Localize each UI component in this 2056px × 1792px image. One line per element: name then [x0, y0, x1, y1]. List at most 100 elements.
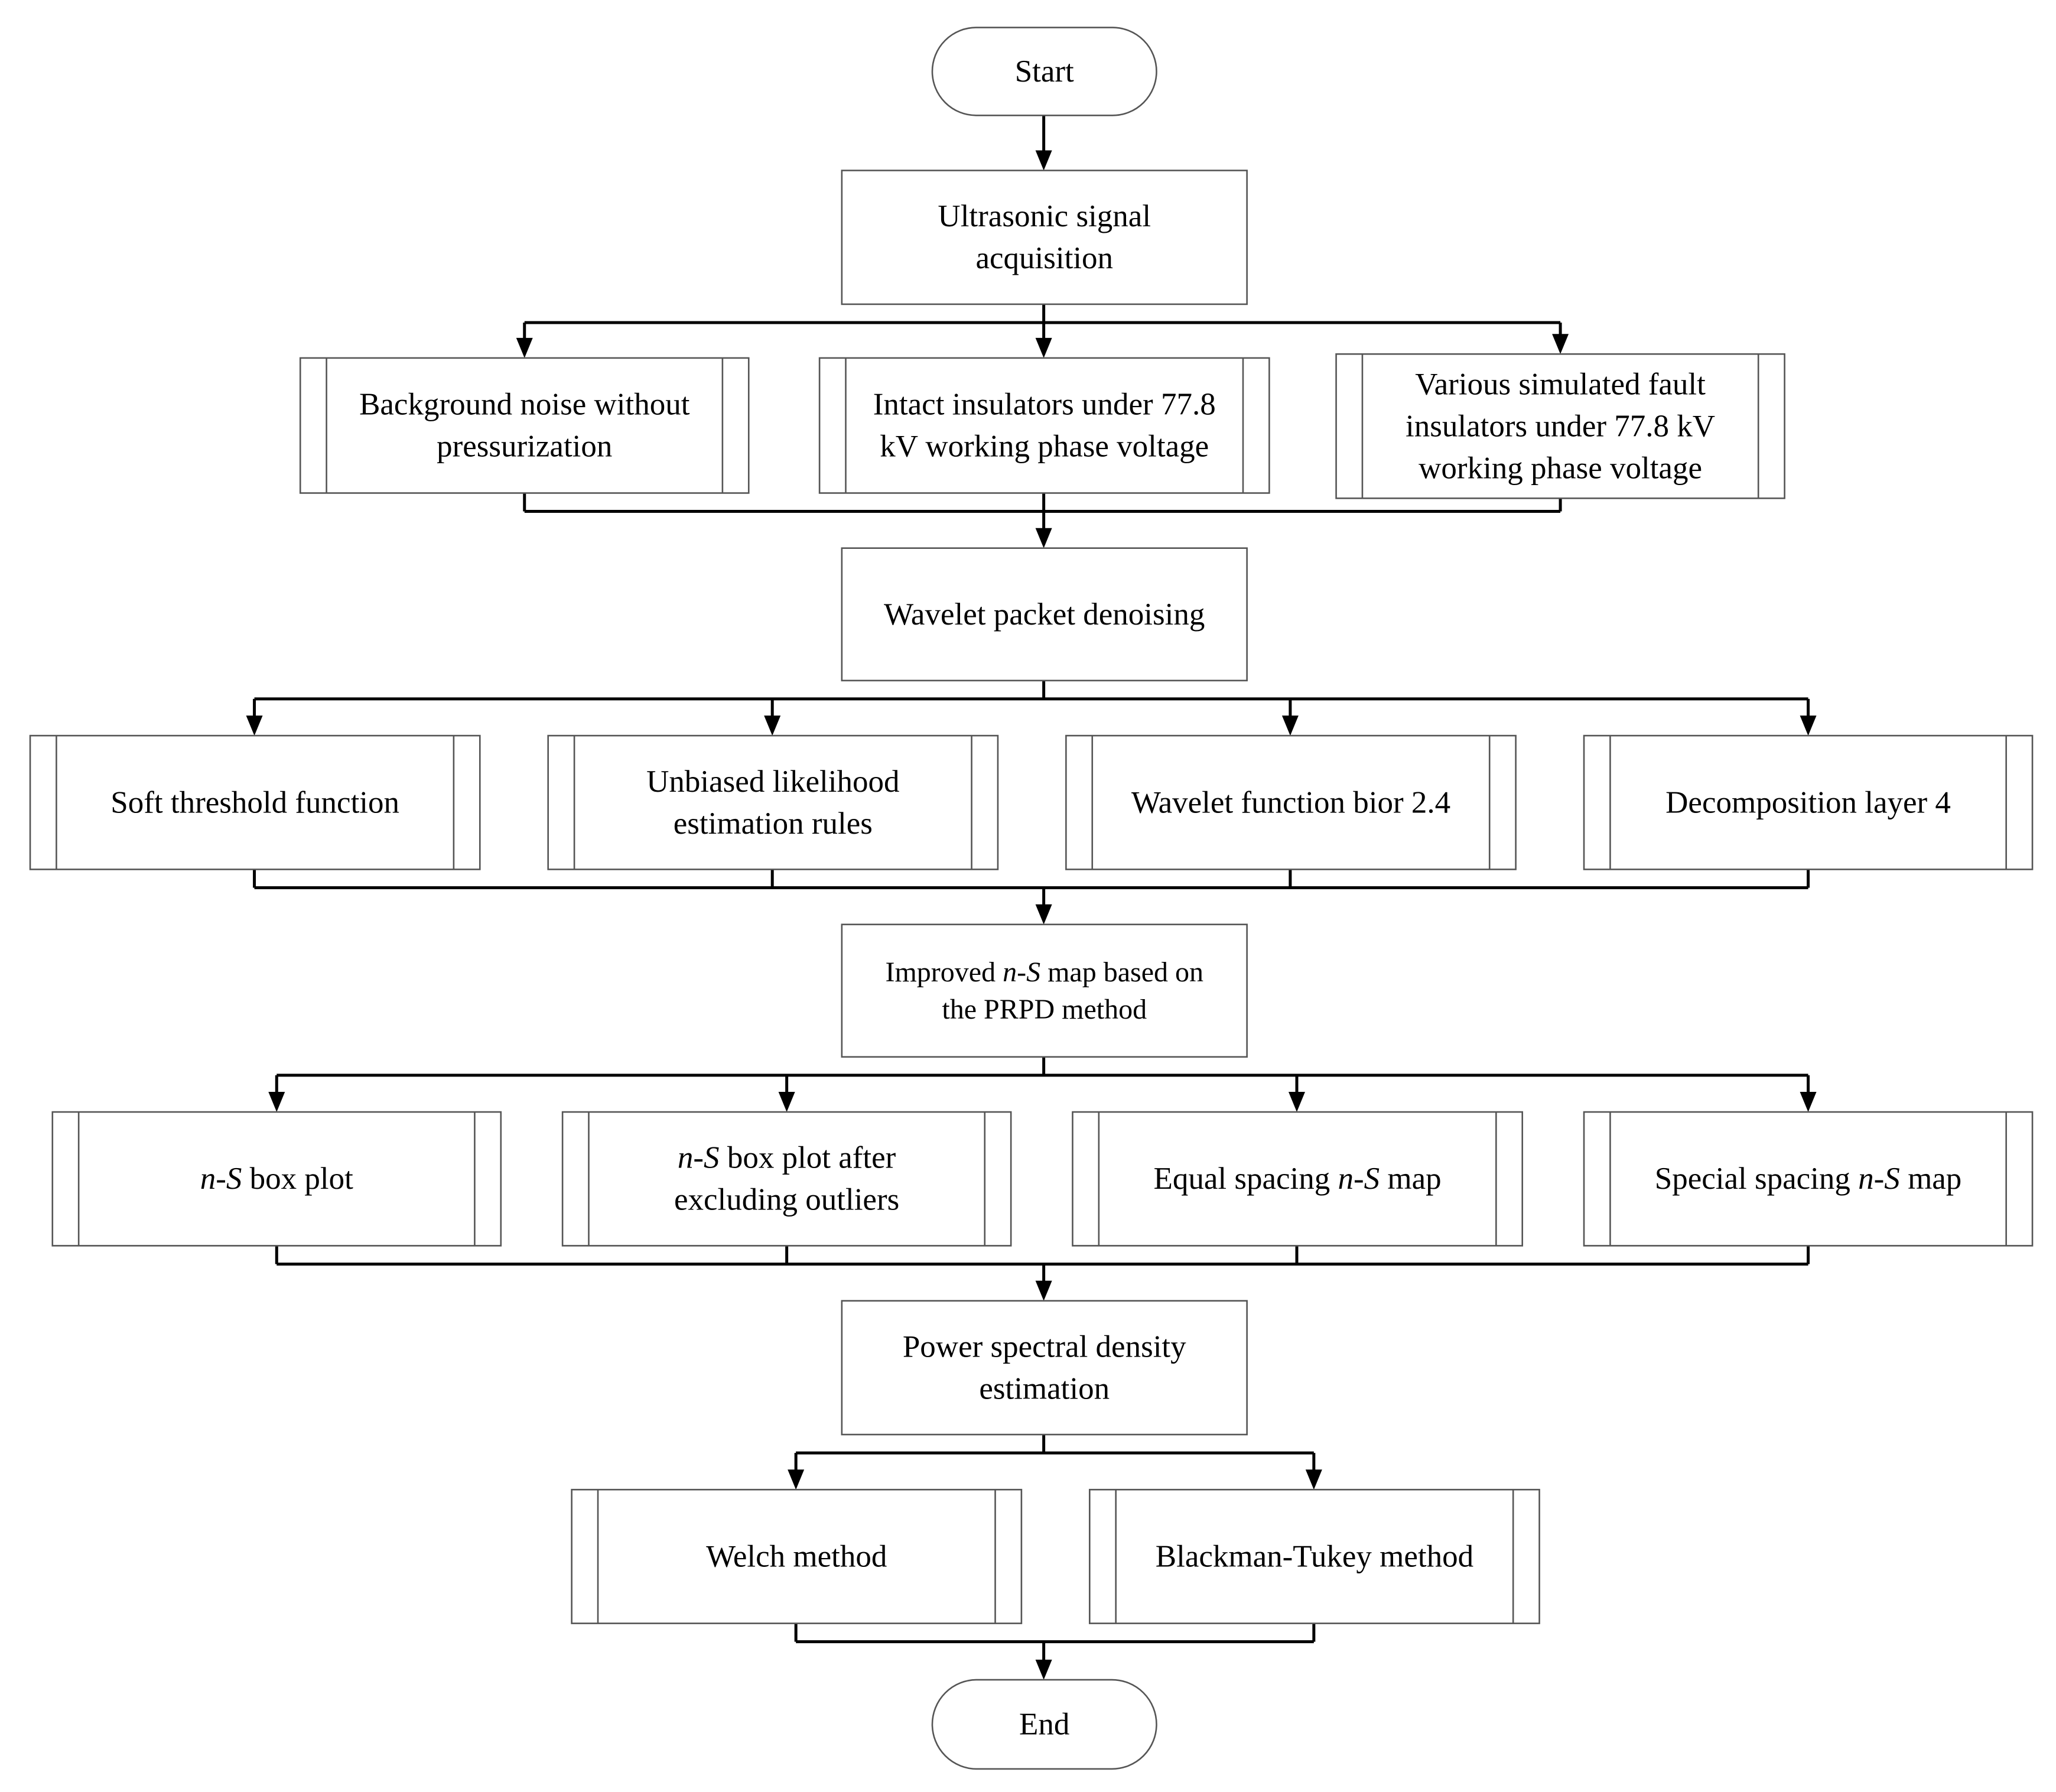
- arrowhead: [778, 1092, 795, 1113]
- arrowhead: [1035, 337, 1052, 358]
- label-segment: working phase voltage: [1419, 451, 1702, 485]
- node-label-line: Equal spacing n-S map: [1153, 1162, 1441, 1196]
- node-boxplot2: n-S box plot after excluding outliers: [561, 1111, 1012, 1247]
- node-start: Start: [931, 27, 1157, 116]
- node-wpd: Wavelet packet denoising: [841, 547, 1248, 682]
- subprocess-shape: [571, 1488, 1023, 1624]
- node-label-line: pressurization: [437, 430, 612, 464]
- arrowhead: [1800, 1092, 1817, 1113]
- node-acq: Ultrasonic signal acquisition: [841, 170, 1248, 305]
- label-segment: n-S: [1858, 1162, 1900, 1196]
- node-label-line: excluding outliers: [674, 1183, 899, 1217]
- arrowhead: [1800, 716, 1817, 736]
- label-segment: Equal spacing: [1153, 1162, 1338, 1196]
- node-fault: Various simulated fault insulators under …: [1335, 353, 1785, 499]
- connectors: [246, 115, 1817, 1680]
- node-label-line: Blackman-Tukey method: [1156, 1539, 1473, 1573]
- label-segment: kV working phase voltage: [880, 430, 1209, 464]
- label-segment: pressurization: [437, 430, 612, 464]
- subprocess-shape: [1583, 1111, 2034, 1247]
- label-segment: map: [1900, 1162, 1962, 1196]
- node-label-line: n-S box plot after: [678, 1141, 896, 1175]
- node-special: Special spacing n-S map: [1583, 1111, 2034, 1247]
- node-label-line: Special spacing n-S map: [1655, 1162, 1962, 1196]
- label-segment: Background noise without: [359, 388, 690, 422]
- label-segment: acquisition: [975, 241, 1113, 275]
- node-label-line: Improved n-S map based on: [885, 957, 1203, 988]
- node-improved: Improved n-S map based on the PRPD method: [841, 923, 1248, 1058]
- label-segment: Wavelet packet denoising: [884, 597, 1205, 632]
- node-label-line: End: [1019, 1707, 1069, 1741]
- node-unbiased: Unbiased likelihood estimation rules: [547, 734, 999, 870]
- node-label-line: Wavelet function bior 2.4: [1131, 785, 1450, 819]
- label-segment: Start: [1015, 54, 1074, 89]
- label-segment: map: [1380, 1162, 1442, 1196]
- arrowhead: [764, 716, 781, 736]
- arrowhead: [1281, 716, 1299, 736]
- terminator-shape: [931, 1679, 1157, 1770]
- process-shape: [841, 923, 1248, 1058]
- label-segment: estimation rules: [674, 806, 873, 841]
- subprocess-shape: [561, 1111, 1012, 1247]
- node-label-line: Wavelet packet denoising: [884, 597, 1205, 632]
- node-label-line: insulators under 77.8 kV: [1406, 409, 1715, 443]
- arrowhead: [268, 1092, 285, 1113]
- arrowhead: [1288, 1092, 1305, 1113]
- arrowhead: [1035, 150, 1052, 171]
- node-label-line: Various simulated fault: [1415, 367, 1706, 401]
- arrowhead: [1035, 1660, 1052, 1680]
- label-segment: Ultrasonic signal: [938, 199, 1151, 233]
- label-segment: the PRPD method: [942, 994, 1147, 1025]
- node-label-line: Welch method: [706, 1539, 887, 1573]
- node-equal: Equal spacing n-S map: [1072, 1111, 1524, 1247]
- label-segment: Blackman-Tukey method: [1156, 1539, 1473, 1573]
- subprocess-shape: [1072, 1111, 1524, 1247]
- arrowhead: [516, 337, 533, 358]
- label-segment: Special spacing: [1655, 1162, 1858, 1196]
- label-segment: Soft threshold function: [110, 785, 399, 819]
- node-label-line: n-S box plot: [200, 1162, 353, 1196]
- node-label-line: estimation rules: [674, 806, 873, 841]
- label-segment: box plot: [242, 1162, 353, 1196]
- label-segment: n-S: [678, 1141, 720, 1175]
- label-segment: excluding outliers: [674, 1183, 899, 1217]
- label-segment: Welch method: [706, 1539, 887, 1573]
- label-segment: End: [1019, 1707, 1069, 1741]
- label-segment: Wavelet function bior 2.4: [1131, 785, 1450, 819]
- node-bt: Blackman-Tukey method: [1089, 1488, 1540, 1624]
- subprocess-shape: [1089, 1488, 1540, 1624]
- node-bior: Wavelet function bior 2.4: [1065, 734, 1517, 870]
- label-segment: estimation: [979, 1371, 1110, 1406]
- node-label-line: estimation: [979, 1371, 1110, 1406]
- subprocess-shape: [51, 1111, 502, 1247]
- terminator-shape: [931, 27, 1157, 116]
- node-intact: Intact insulators under 77.8 kV working p…: [818, 357, 1270, 494]
- label-segment: n-S: [1338, 1162, 1380, 1196]
- node-decomp: Decomposition layer 4: [1583, 734, 2034, 870]
- subprocess-shape: [1335, 353, 1785, 499]
- subprocess-shape: [299, 357, 750, 494]
- arrowhead: [1035, 904, 1052, 925]
- node-boxplot: n-S box plot: [51, 1111, 502, 1247]
- process-shape: [841, 547, 1248, 682]
- label-segment: Intact insulators under 77.8: [873, 388, 1216, 422]
- subprocess-shape: [547, 734, 999, 870]
- node-label-line: Start: [1015, 54, 1074, 89]
- label-segment: Unbiased likelihood: [646, 765, 899, 799]
- node-label-line: acquisition: [975, 241, 1113, 275]
- node-bg: Background noise without pressurization: [299, 357, 750, 494]
- node-label-line: Unbiased likelihood: [646, 765, 899, 799]
- label-segment: box plot after: [720, 1141, 896, 1175]
- label-segment: n-S: [200, 1162, 242, 1196]
- node-soft: Soft threshold function: [29, 734, 481, 870]
- node-label-line: Background noise without: [359, 388, 690, 422]
- subprocess-shape: [29, 734, 481, 870]
- node-label-line: Ultrasonic signal: [938, 199, 1151, 233]
- label-segment: map based on: [1040, 957, 1203, 988]
- node-welch: Welch method: [571, 1488, 1023, 1624]
- node-label-line: Decomposition layer 4: [1665, 785, 1951, 819]
- node-label-line: Soft threshold function: [110, 785, 399, 819]
